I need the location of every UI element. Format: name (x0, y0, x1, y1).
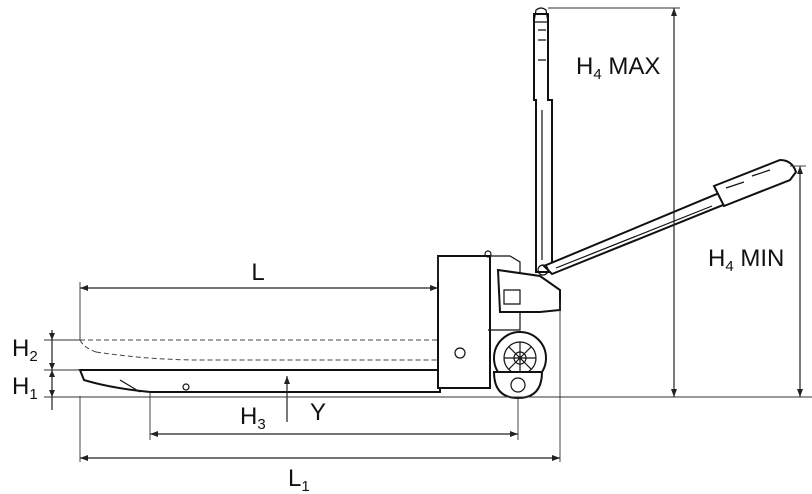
dimension-H3: H3 (240, 376, 290, 433)
label-H1: H1 (12, 373, 38, 403)
label-H3: H3 (240, 403, 266, 433)
dimension-H4-min: H4 MIN (708, 165, 806, 397)
tiller-handle-vertical (533, 7, 553, 273)
label-H2: H2 (12, 335, 38, 365)
tiller-handle-inclined (537, 158, 798, 276)
dimension-Y: Y (149, 392, 519, 440)
dimension-H2: H2 (12, 330, 80, 370)
dimension-L1: L1 (79, 300, 561, 494)
fork-raised-ghost (79, 339, 440, 361)
label-L: L (251, 259, 264, 286)
dimension-H4-max: H4 MAX (548, 7, 680, 397)
dimension-L: L (79, 256, 439, 340)
fork-lowered (78, 369, 472, 393)
dimension-H1: H1 (12, 369, 812, 410)
label-H4-max: H4 MAX (576, 53, 660, 83)
label-Y: Y (310, 399, 326, 426)
chassis (437, 250, 561, 389)
caster-wheel (492, 371, 544, 400)
label-H4-min: H4 MIN (708, 245, 784, 275)
label-L1: L1 (288, 465, 310, 494)
